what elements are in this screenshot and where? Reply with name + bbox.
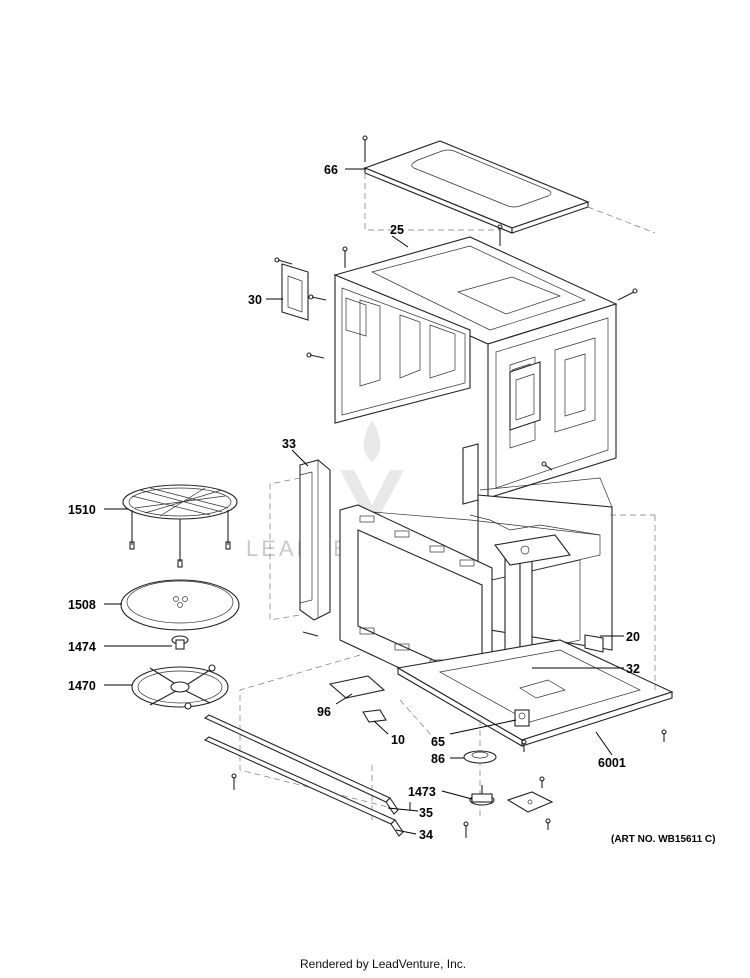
label-1473: 1473 xyxy=(408,785,436,799)
footer-credit: Rendered by LeadVenture, Inc. xyxy=(300,957,466,971)
watermark-logo xyxy=(340,420,404,530)
part-65 xyxy=(514,709,530,727)
label-33: 33 xyxy=(282,437,296,451)
label-1474: 1474 xyxy=(68,640,96,654)
label-65: 65 xyxy=(431,735,445,749)
art-number: (ART NO. WB15611 C) xyxy=(611,834,715,845)
label-1508: 1508 xyxy=(68,598,96,612)
side-cover-right xyxy=(509,361,541,431)
rail-34 xyxy=(203,736,404,837)
motor-86 xyxy=(463,750,497,764)
label-34: 34 xyxy=(419,828,433,842)
callout-labels: 66 25 30 33 1510 1508 1474 1470 96 10 65… xyxy=(68,163,640,842)
label-96: 96 xyxy=(317,705,331,719)
label-1510: 1510 xyxy=(68,503,96,517)
label-20: 20 xyxy=(626,630,640,644)
label-10: 10 xyxy=(391,733,405,747)
label-32: 32 xyxy=(626,662,640,676)
part-10 xyxy=(362,709,387,723)
label-25: 25 xyxy=(390,223,404,237)
label-6001: 6001 xyxy=(598,756,626,770)
label-35: 35 xyxy=(419,806,433,820)
side-bracket-33 xyxy=(299,459,331,621)
leader-lines xyxy=(104,168,624,835)
label-66: 66 xyxy=(324,163,338,177)
label-86: 86 xyxy=(431,752,445,766)
screw-top xyxy=(362,135,368,162)
coupler-1474 xyxy=(171,635,189,650)
bottom-plate xyxy=(506,791,554,813)
roller-ring-1470 xyxy=(131,664,229,710)
label-30: 30 xyxy=(248,293,262,307)
cabinet-screws xyxy=(274,224,638,471)
rail-35 xyxy=(203,714,399,815)
base-6001 xyxy=(396,639,674,747)
gasket-30 xyxy=(281,263,309,321)
top-panel-66 xyxy=(363,140,590,234)
front-frame xyxy=(339,504,493,706)
bottom-screws xyxy=(231,729,667,838)
glass-turntable-1508 xyxy=(120,579,240,631)
cover-96 xyxy=(328,675,386,699)
motor-1473 xyxy=(469,785,495,806)
label-1470: 1470 xyxy=(68,679,96,693)
cooking-rack-1510 xyxy=(122,484,238,568)
outer-cabinet-25 xyxy=(333,236,618,499)
